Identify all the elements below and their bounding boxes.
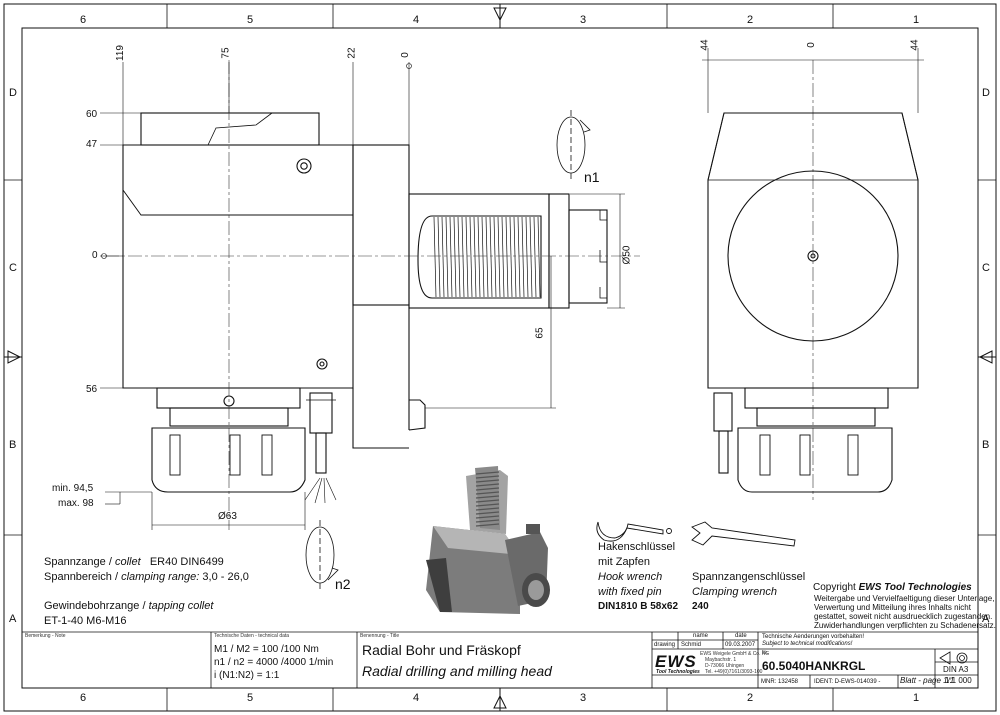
- dim-119: 119: [114, 45, 126, 61]
- col-label-3-top: 3: [580, 14, 587, 26]
- dim-65: 65: [534, 327, 546, 339]
- dim-max: max. 98: [58, 498, 94, 509]
- hook-wrench-l3: Hook wrench: [598, 571, 663, 583]
- copyright-title: Copyright EWS Tool Technologies: [813, 582, 972, 593]
- tb-street: Maybachstr. 1: [705, 657, 737, 663]
- center-lines: [105, 60, 814, 530]
- clamp-wrench-l1: Spannzangenschlüssel: [692, 571, 806, 583]
- dim-60: 60: [86, 109, 98, 120]
- tb-scale: 1:1 000: [945, 676, 972, 685]
- row-label-b-right: B: [982, 439, 990, 451]
- tb-techdaten: Technische Daten - technical data: [214, 633, 290, 639]
- tb-drawing-name: Schmid: [681, 642, 702, 648]
- tb-mnr: MNR: 132458: [761, 679, 799, 685]
- dim-min: min. 94,5: [52, 483, 94, 494]
- iso-render: [426, 466, 550, 614]
- row-label-d-right: D: [982, 87, 990, 99]
- tb-ident: IDENT: D-EWS-014039 -: [814, 679, 881, 685]
- spec-collet: Spannzange / collet ER40 DIN6499: [44, 556, 224, 568]
- col-label-5-top: 5: [247, 14, 254, 26]
- dimension-lines: [100, 62, 625, 530]
- row-label-a-left: A: [9, 613, 17, 625]
- tb-change-en: Subject to technical modifications!: [762, 641, 853, 647]
- col-label-5-bottom: 5: [247, 692, 254, 704]
- dim-d50: Ø50: [621, 245, 633, 265]
- col-label-1-bottom: 1: [913, 692, 920, 704]
- projection-symbol: [939, 651, 968, 665]
- col-label-6-top: 6: [80, 14, 87, 26]
- dim-22: 22: [346, 47, 358, 59]
- tb-drawing-lbl: drawing: [654, 642, 676, 648]
- dim-0-left: 0: [92, 250, 98, 261]
- dim-44-right: 44: [909, 39, 921, 51]
- center-marks: [4, 4, 996, 711]
- col-label-3-bottom: 3: [580, 692, 587, 704]
- dim-75: 75: [220, 47, 232, 59]
- tb-blatt: Blatt - page 1/1: [900, 676, 955, 685]
- row-label-d-left: D: [9, 87, 17, 99]
- tb-i-line: i (N1:N2) = 1:1: [214, 670, 280, 681]
- tb-name-hdr: name: [693, 633, 709, 639]
- copyright-l3: gestattet, soweit nicht ausdruecklich zu…: [814, 612, 993, 621]
- dim-44-left: 44: [699, 39, 711, 51]
- row-label-a-right: A: [982, 613, 990, 625]
- tb-title-en: Radial drilling and milling head: [362, 663, 552, 679]
- spec-clamping-range: Spannbereich / clamping range: 3,0 - 26,…: [44, 571, 249, 583]
- col-label-2-bottom: 2: [747, 692, 754, 704]
- dim-d63: Ø63: [218, 511, 237, 522]
- copyright-l4: Zuwiderhandlungen verpflichten zu Schade…: [814, 621, 996, 630]
- label-n1: n1: [584, 169, 600, 185]
- front-view: [122, 112, 608, 504]
- row-label-c-left: C: [9, 262, 17, 274]
- col-label-6-bottom: 6: [80, 692, 87, 704]
- row-label-b-left: B: [9, 439, 17, 451]
- clamp-wrench-l3: 240: [692, 601, 709, 612]
- tb-bemerkung: Bemerkung - Note: [25, 633, 66, 639]
- col-label-1-top: 1: [913, 14, 920, 26]
- side-view: [707, 112, 919, 493]
- tb-city: D-73066 Uhingen: [705, 663, 745, 669]
- copyright-l1: Weitergabe und Vervielfaeltigung dieser …: [814, 594, 995, 603]
- tb-nr-lbl: Nr.: [762, 650, 769, 656]
- col-label-4-top: 4: [413, 14, 420, 26]
- label-n2: n2: [335, 576, 351, 592]
- hook-wrench-l5: DIN1810 B 58x62: [598, 601, 679, 612]
- tb-title-de: Radial Bohr und Fräskopf: [362, 642, 521, 658]
- tb-company: EWS Weigele GmbH & Co. KG: [700, 651, 770, 657]
- clamp-wrench-l2: Clamping wrench: [692, 586, 777, 598]
- tb-change-de: Technische Aenderungen vorbehalten!: [762, 634, 865, 640]
- dim-47: 47: [86, 139, 98, 150]
- col-label-2-top: 2: [747, 14, 754, 26]
- copyright-l2: Verwertung und Mitteilung ihres Inhalts …: [814, 603, 971, 612]
- tb-date-hdr: date: [735, 633, 747, 639]
- spec-tapping-collet: Gewindebohrzange / tapping collet: [44, 600, 214, 612]
- dim-0-top: 0: [399, 52, 411, 58]
- ews-logo-sub: Tool Technologies: [656, 669, 700, 675]
- dim-0-side: 0: [805, 42, 817, 48]
- tb-din: DIN A3: [943, 665, 969, 674]
- dim-56: 56: [86, 384, 98, 395]
- tb-drawing-date: 09.03.2007: [725, 642, 756, 648]
- col-label-4-bottom: 4: [413, 692, 420, 704]
- hook-wrench-l4: with fixed pin: [598, 586, 662, 598]
- tb-m-line: M1 / M2 = 100 /100 Nm: [214, 644, 319, 655]
- hook-wrench-l2: mit Zapfen: [598, 556, 650, 568]
- rotation-symbols: [305, 110, 591, 590]
- ews-logo: EWS: [655, 652, 697, 671]
- tb-tel: Tel. +49(0)7161/3093-100: [705, 669, 763, 675]
- hook-wrench: [596, 521, 672, 542]
- title-block-lines: [22, 631, 978, 688]
- clamp-wrench: [691, 521, 796, 547]
- tb-benennung: Benennung - Title: [360, 633, 400, 639]
- tb-part-number: 60.5040HANKRGL: [762, 659, 866, 673]
- side-dimensions: [702, 48, 924, 113]
- row-label-c-right: C: [982, 262, 990, 274]
- hook-wrench-l1: Hakenschlüssel: [598, 541, 676, 553]
- spec-tapping-value: ET-1-40 M6-M16: [44, 615, 127, 627]
- tb-n-line: n1 / n2 = 4000 /4000 1/min: [214, 657, 334, 668]
